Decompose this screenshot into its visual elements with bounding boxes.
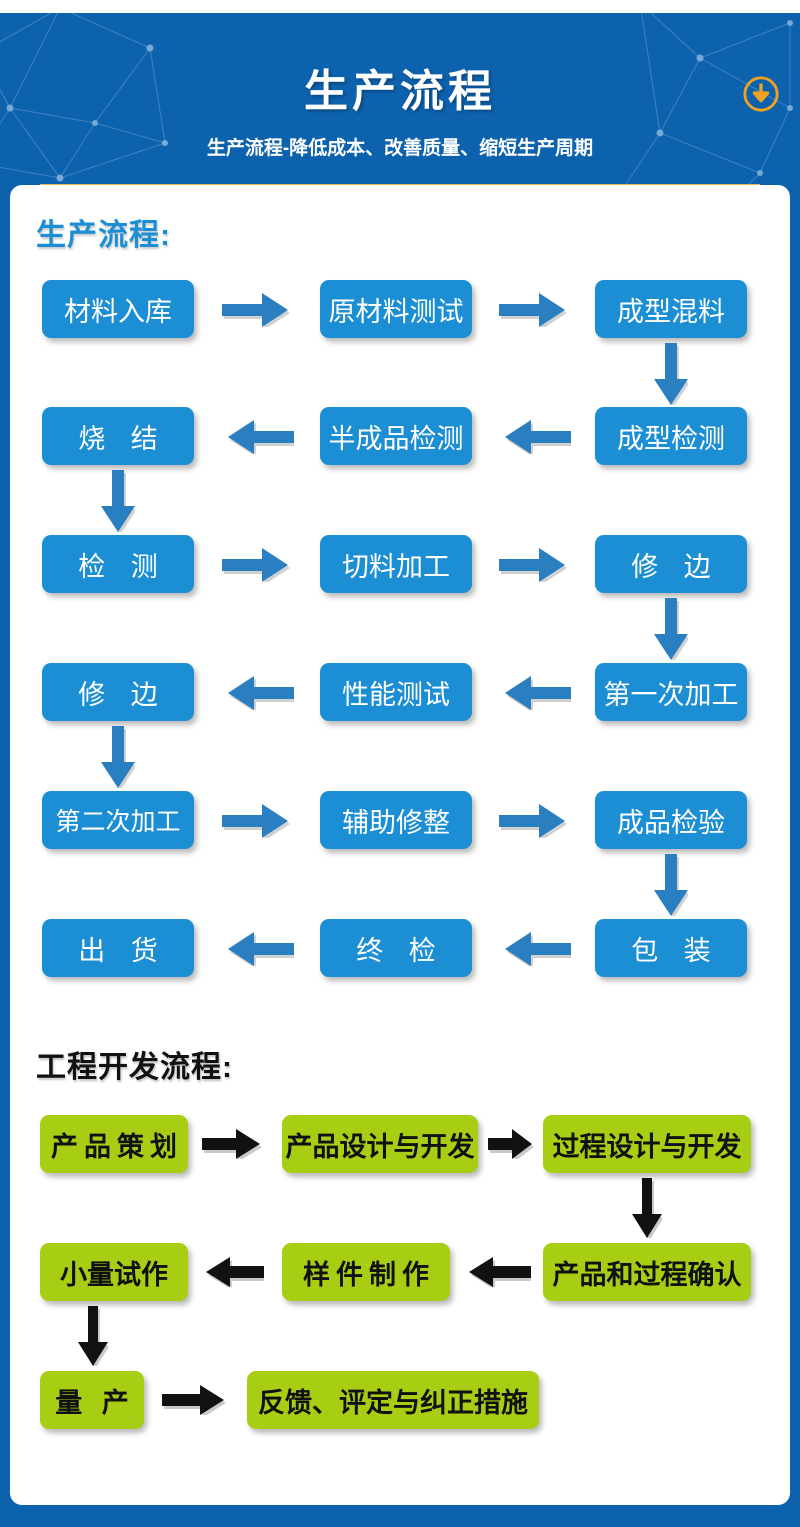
flow-box-label: 终 检 bbox=[356, 935, 445, 966]
flow-box-label: 包 装 bbox=[631, 935, 720, 966]
arrow-left-icon bbox=[228, 932, 294, 966]
arrow-down-icon bbox=[78, 1306, 108, 1366]
arrow-right-icon bbox=[222, 293, 290, 327]
arrow-down-icon bbox=[101, 470, 135, 532]
page-title: 生产流程 bbox=[304, 67, 496, 116]
flow-box-label: 出 货 bbox=[78, 935, 167, 966]
eng-box-feedback-assessment-corrective[interactable]: 反馈、评定与纠正措施 bbox=[247, 1371, 539, 1429]
arrow-right-icon bbox=[499, 548, 567, 582]
arrow-down-icon bbox=[101, 726, 135, 788]
flow-box-first-machining[interactable]: 第一次加工 bbox=[595, 663, 747, 721]
flow-box-semi-finished-inspection[interactable]: 半成品检测 bbox=[320, 407, 472, 465]
network-pattern-decoration bbox=[0, 13, 793, 198]
flow-box-second-machining[interactable]: 第二次加工 bbox=[42, 791, 194, 849]
arrow-down-icon bbox=[654, 343, 688, 405]
flow-box-forming-mix[interactable]: 成型混料 bbox=[595, 280, 747, 338]
flow-box-final-product-inspection[interactable]: 成品检验 bbox=[595, 791, 747, 849]
flow-box-forming-inspection[interactable]: 成型检测 bbox=[595, 407, 747, 465]
download-circle-icon[interactable] bbox=[742, 75, 780, 113]
eng-box-label: 量 产 bbox=[55, 1387, 135, 1418]
flow-box-auxiliary-trim[interactable]: 辅助修整 bbox=[320, 791, 472, 849]
flow-box-performance-test[interactable]: 性能测试 bbox=[320, 663, 472, 721]
flow-box-raw-material-test[interactable]: 原材料测试 bbox=[320, 280, 472, 338]
arrow-left-icon bbox=[228, 676, 294, 710]
eng-box-small-batch-trial[interactable]: 小量试作 bbox=[40, 1243, 188, 1301]
eng-box-sample-making[interactable]: 样件制作 bbox=[282, 1243, 450, 1301]
flow-box-material-inbound[interactable]: 材料入库 bbox=[42, 280, 194, 338]
arrow-right-icon bbox=[222, 804, 290, 838]
arrow-down-icon bbox=[654, 598, 688, 660]
eng-box-product-planning[interactable]: 产品策划 bbox=[40, 1115, 188, 1173]
flow-box-inspection[interactable]: 检 测 bbox=[42, 535, 194, 593]
eng-box-product-process-validation[interactable]: 产品和过程确认 bbox=[543, 1243, 751, 1301]
arrow-right-icon bbox=[499, 804, 567, 838]
flow-box-shipment[interactable]: 出 货 bbox=[42, 919, 194, 977]
eng-box-label: 产品策划 bbox=[51, 1131, 183, 1162]
eng-box-product-design-dev[interactable]: 产品设计与开发 bbox=[282, 1115, 478, 1173]
eng-box-process-design-dev[interactable]: 过程设计与开发 bbox=[543, 1115, 751, 1173]
flow-box-trimming-2[interactable]: 修 边 bbox=[42, 663, 194, 721]
arrow-left-icon bbox=[469, 1257, 531, 1287]
flow-box-trimming-1[interactable]: 修 边 bbox=[595, 535, 747, 593]
arrow-left-icon bbox=[505, 932, 571, 966]
flow-box-sintering[interactable]: 烧 结 bbox=[42, 407, 194, 465]
arrow-left-icon bbox=[505, 676, 571, 710]
arrow-down-icon bbox=[654, 854, 688, 916]
arrow-right-icon bbox=[488, 1129, 534, 1159]
flow-box-label: 烧 结 bbox=[78, 423, 167, 454]
flow-box-label: 修 边 bbox=[631, 551, 720, 582]
arrow-left-icon bbox=[206, 1257, 264, 1287]
section-heading-production: 生产流程: bbox=[36, 219, 171, 252]
arrow-left-icon bbox=[505, 420, 571, 454]
arrow-right-icon bbox=[499, 293, 567, 327]
arrow-right-icon bbox=[162, 1385, 226, 1415]
flow-box-label: 检 测 bbox=[78, 551, 167, 582]
eng-box-label: 样件制作 bbox=[303, 1259, 435, 1290]
flow-box-packaging[interactable]: 包 装 bbox=[595, 919, 747, 977]
page-subtitle: 生产流程-降低成本、改善质量、缩短生产周期 bbox=[206, 138, 594, 159]
content-panel: 生产流程: 材料入库 原材料测试 成型混料 烧 结 半成品检测 成型检测 bbox=[10, 185, 790, 1505]
arrow-right-icon bbox=[202, 1129, 262, 1159]
arrow-down-icon bbox=[632, 1178, 662, 1238]
flow-box-cutting-process[interactable]: 切料加工 bbox=[320, 535, 472, 593]
flow-box-final-check[interactable]: 终 检 bbox=[320, 919, 472, 977]
arrow-right-icon bbox=[222, 548, 290, 582]
eng-box-mass-production[interactable]: 量 产 bbox=[40, 1371, 144, 1429]
flow-box-label: 修 边 bbox=[78, 679, 167, 710]
section-heading-engineering: 工程开发流程: bbox=[36, 1051, 233, 1084]
arrow-left-icon bbox=[228, 420, 294, 454]
